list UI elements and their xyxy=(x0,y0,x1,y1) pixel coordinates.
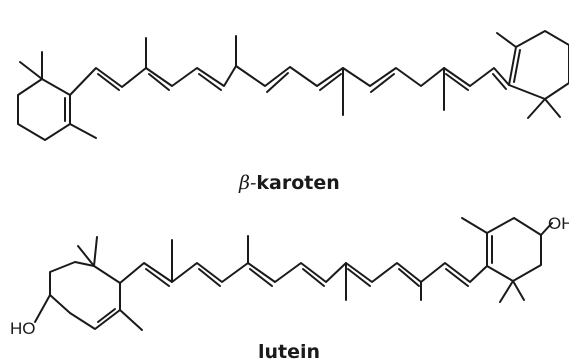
lutein-caption: lutein xyxy=(258,341,320,362)
beta-symbol: β- xyxy=(238,172,256,194)
beta-carotene-name: karoten xyxy=(256,172,339,194)
beta-carotene-structure xyxy=(17,30,569,141)
beta-carotene-caption: β-karoten xyxy=(238,172,340,194)
lutein-structure xyxy=(34,217,553,331)
lutein-hydroxyl-right: OH xyxy=(548,214,569,233)
lutein-hydroxyl-left: HO xyxy=(10,319,36,338)
